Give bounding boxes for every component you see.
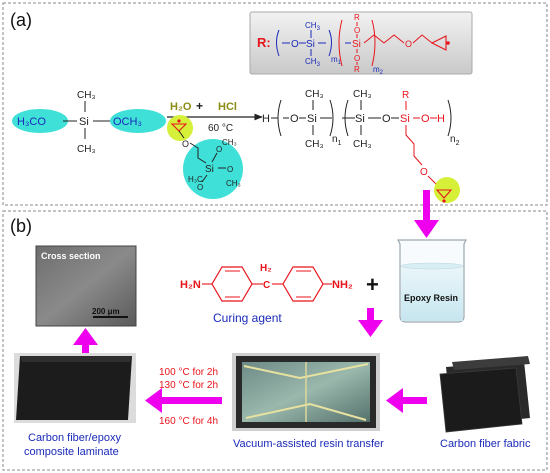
arrow-left-to-laminate (145, 388, 222, 413)
epoxy-silane-si: Si (205, 164, 214, 175)
product-epoxide-icon (435, 189, 453, 203)
epoxy-resin-beaker: Epoxy Resin (397, 239, 467, 323)
panel-b-label: (b) (10, 216, 32, 236)
r-definition-box: R: O Si CH3 CH3 m1 R O Si O R m2 O (249, 11, 473, 76)
vart-setup-photo: Vacuum-assisted resin transfer (232, 353, 384, 450)
r-box-me-top: CH3 (305, 21, 321, 32)
epoxy-silane-ch3-right: CH₃ (226, 179, 241, 188)
cure-schedule: 100 °C for 2h 130 °C for 2h 160 °C for 4… (145, 367, 222, 427)
r-box-o3: O (354, 26, 360, 35)
arrow-down-to-resin (414, 190, 439, 238)
arrow-left-to-vart (386, 388, 427, 413)
curing-c: C (263, 280, 270, 291)
r-box-si2: Si (352, 39, 361, 50)
r-box-epoxide-icon (430, 35, 450, 51)
curing-nh2-left: H₂N (180, 279, 201, 291)
panel-a-border (2, 2, 548, 206)
epoxy-silane-o-right: O (227, 165, 233, 174)
epoxy-resin-label: Epoxy Resin (404, 293, 458, 303)
plus-sign: + (366, 272, 379, 297)
product-methyl-1: CH₃ (305, 89, 324, 100)
product-si3: Si (400, 113, 410, 125)
panel-a-label: (a) (10, 10, 32, 30)
vart-caption: Vacuum-assisted resin transfer (233, 438, 384, 450)
epoxy-silane-h3c: H₃C (188, 175, 203, 184)
laminate-caption-line2: composite laminate (24, 446, 119, 458)
reagent-h2o: H₂O (170, 101, 192, 113)
fabric-caption: Carbon fiber fabric (440, 438, 531, 450)
r-box-m2: m2 (373, 65, 384, 76)
epoxy-silane-o-top: O (216, 145, 222, 154)
product-o1: O (290, 113, 299, 125)
epoxy-silane-ch3-top: CH₃ (222, 138, 237, 147)
epoxy-silane-o-bottom: O (197, 183, 203, 192)
reagent-plus: + (196, 99, 203, 113)
curing-agent-caption: Curing agent (213, 311, 282, 325)
product-si1: Si (307, 113, 317, 125)
panel-b-border (2, 210, 548, 471)
curing-nh2-right: NH₂ (332, 279, 353, 291)
cure-step-2: 130 °C for 2h (159, 380, 218, 391)
arrow-up-to-cross-section (73, 328, 98, 357)
product-o-chain: O (420, 167, 428, 178)
product-si2: Si (355, 113, 365, 125)
curing-h2: H₂ (260, 263, 272, 274)
scale-bar-label: 200 μm (92, 307, 120, 316)
r-box-si1: Si (306, 39, 315, 50)
cure-step-3: 160 °C for 4h (159, 416, 218, 427)
carbon-fiber-fabric-photo: Carbon fiber fabric (439, 356, 531, 450)
product-n1: n1 (332, 134, 342, 147)
product-o2: O (382, 113, 391, 125)
arrow-down-to-vart (358, 308, 383, 337)
product-methyl-2: CH₃ (305, 139, 324, 150)
r-box-o1: O (291, 39, 299, 50)
r-box-r-bot: R (354, 65, 360, 74)
epoxy-silane-o-chain: O (182, 139, 189, 149)
reactant1-top-methyl: CH₃ (77, 90, 96, 101)
reaction-temperature: 60 °C (208, 123, 233, 134)
reactant1-left-group: H₃CO (17, 116, 46, 128)
dimethyldimethoxysilane: H₃CO Si OCH₃ CH₃ CH₃ (12, 90, 166, 155)
r-box-m1: m1 (331, 55, 342, 66)
product-methyl-3: CH₃ (353, 89, 372, 100)
r-label: R: (257, 35, 271, 50)
reagent-hcl: HCl (218, 101, 237, 113)
product-polysiloxane: H O Si CH₃ CH₃ n1 Si CH₃ CH₃ O Si R O H … (262, 89, 460, 203)
cross-section-label: Cross section (41, 251, 101, 261)
product-h-start: H (262, 113, 270, 125)
product-methyl-4: CH₃ (353, 139, 372, 150)
r-box-o-chain: O (405, 39, 412, 49)
reactant1-right-group: OCH₃ (113, 116, 142, 128)
epoxy-silane: O Si O CH₃ O CH₃ O H₃C (167, 115, 243, 199)
sem-cross-section-image: Cross section 200 μm (35, 245, 137, 327)
cure-step-1: 100 °C for 2h (159, 367, 218, 378)
laminate-caption-line1: Carbon fiber/epoxy (28, 432, 121, 444)
laminate-photo: Carbon fiber/epoxy composite laminate (14, 353, 136, 458)
r-box-r-top: R (354, 13, 360, 22)
product-r-group: R (402, 90, 409, 101)
epoxide-ring-icon (170, 119, 188, 139)
product-o3: O (421, 113, 430, 125)
r-box-o4: O (354, 54, 360, 63)
reactant1-bottom-methyl: CH₃ (77, 144, 96, 155)
reactant1-si: Si (79, 116, 89, 128)
product-h-end: H (437, 113, 445, 125)
product-n2: n2 (450, 134, 460, 147)
r-box-me-bot: CH3 (305, 57, 321, 68)
curing-agent-molecule: H₂N H₂ C NH₂ Curing agent (180, 263, 353, 325)
